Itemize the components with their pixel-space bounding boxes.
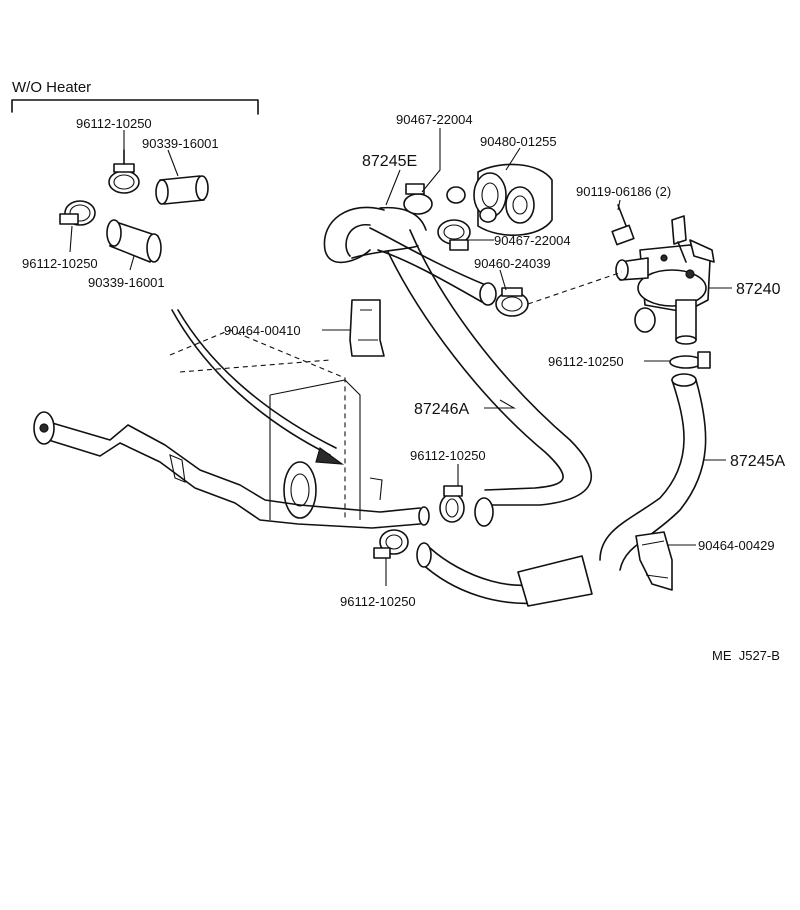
diagram-code: ME J527-B [712, 648, 780, 663]
clamp-icon [635, 531, 673, 591]
hose-piece-icon [106, 219, 162, 263]
part-label-clamp-left: 90464-00410 [224, 323, 301, 338]
part-label-hose-87245a: 87245A [730, 453, 785, 470]
part-label-hose-87245e: 87245E [362, 153, 417, 170]
clamp-icon [349, 299, 385, 357]
valve-connection-line [527, 271, 623, 305]
clamp-icon [108, 149, 140, 194]
wo-heater-bracket [11, 99, 259, 115]
part-label-clamp-c: 90460-24039 [474, 256, 551, 271]
part-label-bolt: 90119-06186 (2) [576, 184, 671, 199]
part-label-hose-b: 90339-16001 [88, 275, 165, 290]
bolt-icon [611, 204, 687, 263]
heater-pipe [33, 411, 430, 529]
leader-lines [69, 128, 732, 586]
part-label-clamp-right: 90464-00429 [698, 538, 775, 553]
part-label-clamp-d: 96112-10250 [548, 354, 624, 369]
part-label-hose-87246a: 87246A [414, 401, 469, 418]
part-label-clamp-e: 96112-10250 [410, 448, 486, 463]
heater-unit [169, 329, 361, 520]
clamp-icon [59, 200, 96, 226]
clamp-icon [439, 485, 465, 523]
part-label-clip-mid: 90467-22004 [494, 233, 571, 248]
clip-icon [403, 183, 433, 215]
clamp-icon [373, 529, 409, 559]
clamp-icon [669, 351, 711, 369]
section-label: W/O Heater [12, 79, 91, 96]
cap-assembly [446, 163, 553, 236]
part-label-clip-top: 90467-22004 [396, 112, 473, 127]
clip-icon [437, 219, 471, 251]
hose-87246a [387, 229, 592, 527]
hose-87245a [416, 373, 707, 607]
clamp-icon [495, 287, 529, 317]
part-label-cap: 90480-01255 [480, 134, 557, 149]
part-label-clamp-f: 96112-10250 [340, 594, 416, 609]
direction-arrow-icon [171, 309, 345, 465]
hose-piece-icon [155, 175, 209, 205]
hose-87245e [323, 206, 497, 306]
part-label-clamp-b: 96112-10250 [22, 256, 98, 271]
part-label-valve: 87240 [736, 281, 781, 298]
part-label-clamp-a: 96112-10250 [76, 116, 152, 131]
water-valve [615, 239, 715, 345]
part-label-hose-a: 90339-16001 [142, 136, 219, 151]
